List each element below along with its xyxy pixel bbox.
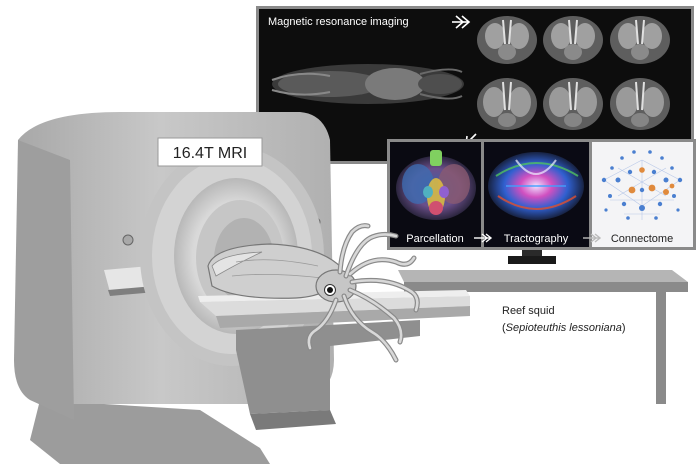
species-common-name: Reef squid — [502, 305, 555, 317]
step-label-connectome: Connectome — [611, 233, 673, 245]
connectome-nodes — [601, 150, 683, 220]
monitor-base — [508, 256, 556, 264]
parcel-optic — [430, 150, 442, 166]
arrow-to-slices — [452, 15, 471, 29]
species-scientific-name-line: (Sepioteuthis lessoniana) — [502, 322, 626, 334]
coronal-slice — [610, 78, 670, 130]
squid — [207, 223, 420, 363]
connectome-panel — [592, 142, 693, 247]
paren-open: ( — [502, 322, 506, 334]
connectome-hubs — [628, 167, 675, 195]
step-label-tractography: Tractography — [504, 233, 569, 245]
species-scientific-name: Sepioteuthis lessoniana — [506, 322, 622, 334]
scanner-label-box — [157, 137, 263, 167]
patient-couch — [198, 290, 470, 430]
squid-sagittal-scan — [271, 64, 464, 104]
desk — [398, 270, 688, 404]
coronal-slice — [543, 16, 603, 64]
coronal-slice — [477, 16, 537, 64]
squid-eye — [327, 287, 333, 293]
scanner-knob — [122, 234, 134, 246]
pipeline-arrow — [474, 233, 493, 243]
mri-title: Magnetic resonance imaging — [268, 16, 409, 28]
coronal-slice — [543, 78, 603, 130]
pipeline-arrow — [583, 233, 602, 243]
scanner-label: 16.4T MRI — [173, 145, 247, 162]
pipeline-panel — [387, 139, 696, 250]
paren-close: ) — [622, 322, 626, 334]
coronal-slice — [610, 16, 670, 64]
coronal-slice — [477, 78, 537, 130]
coronal-slices — [477, 16, 670, 130]
step-label-parcellation: Parcellation — [406, 233, 463, 245]
